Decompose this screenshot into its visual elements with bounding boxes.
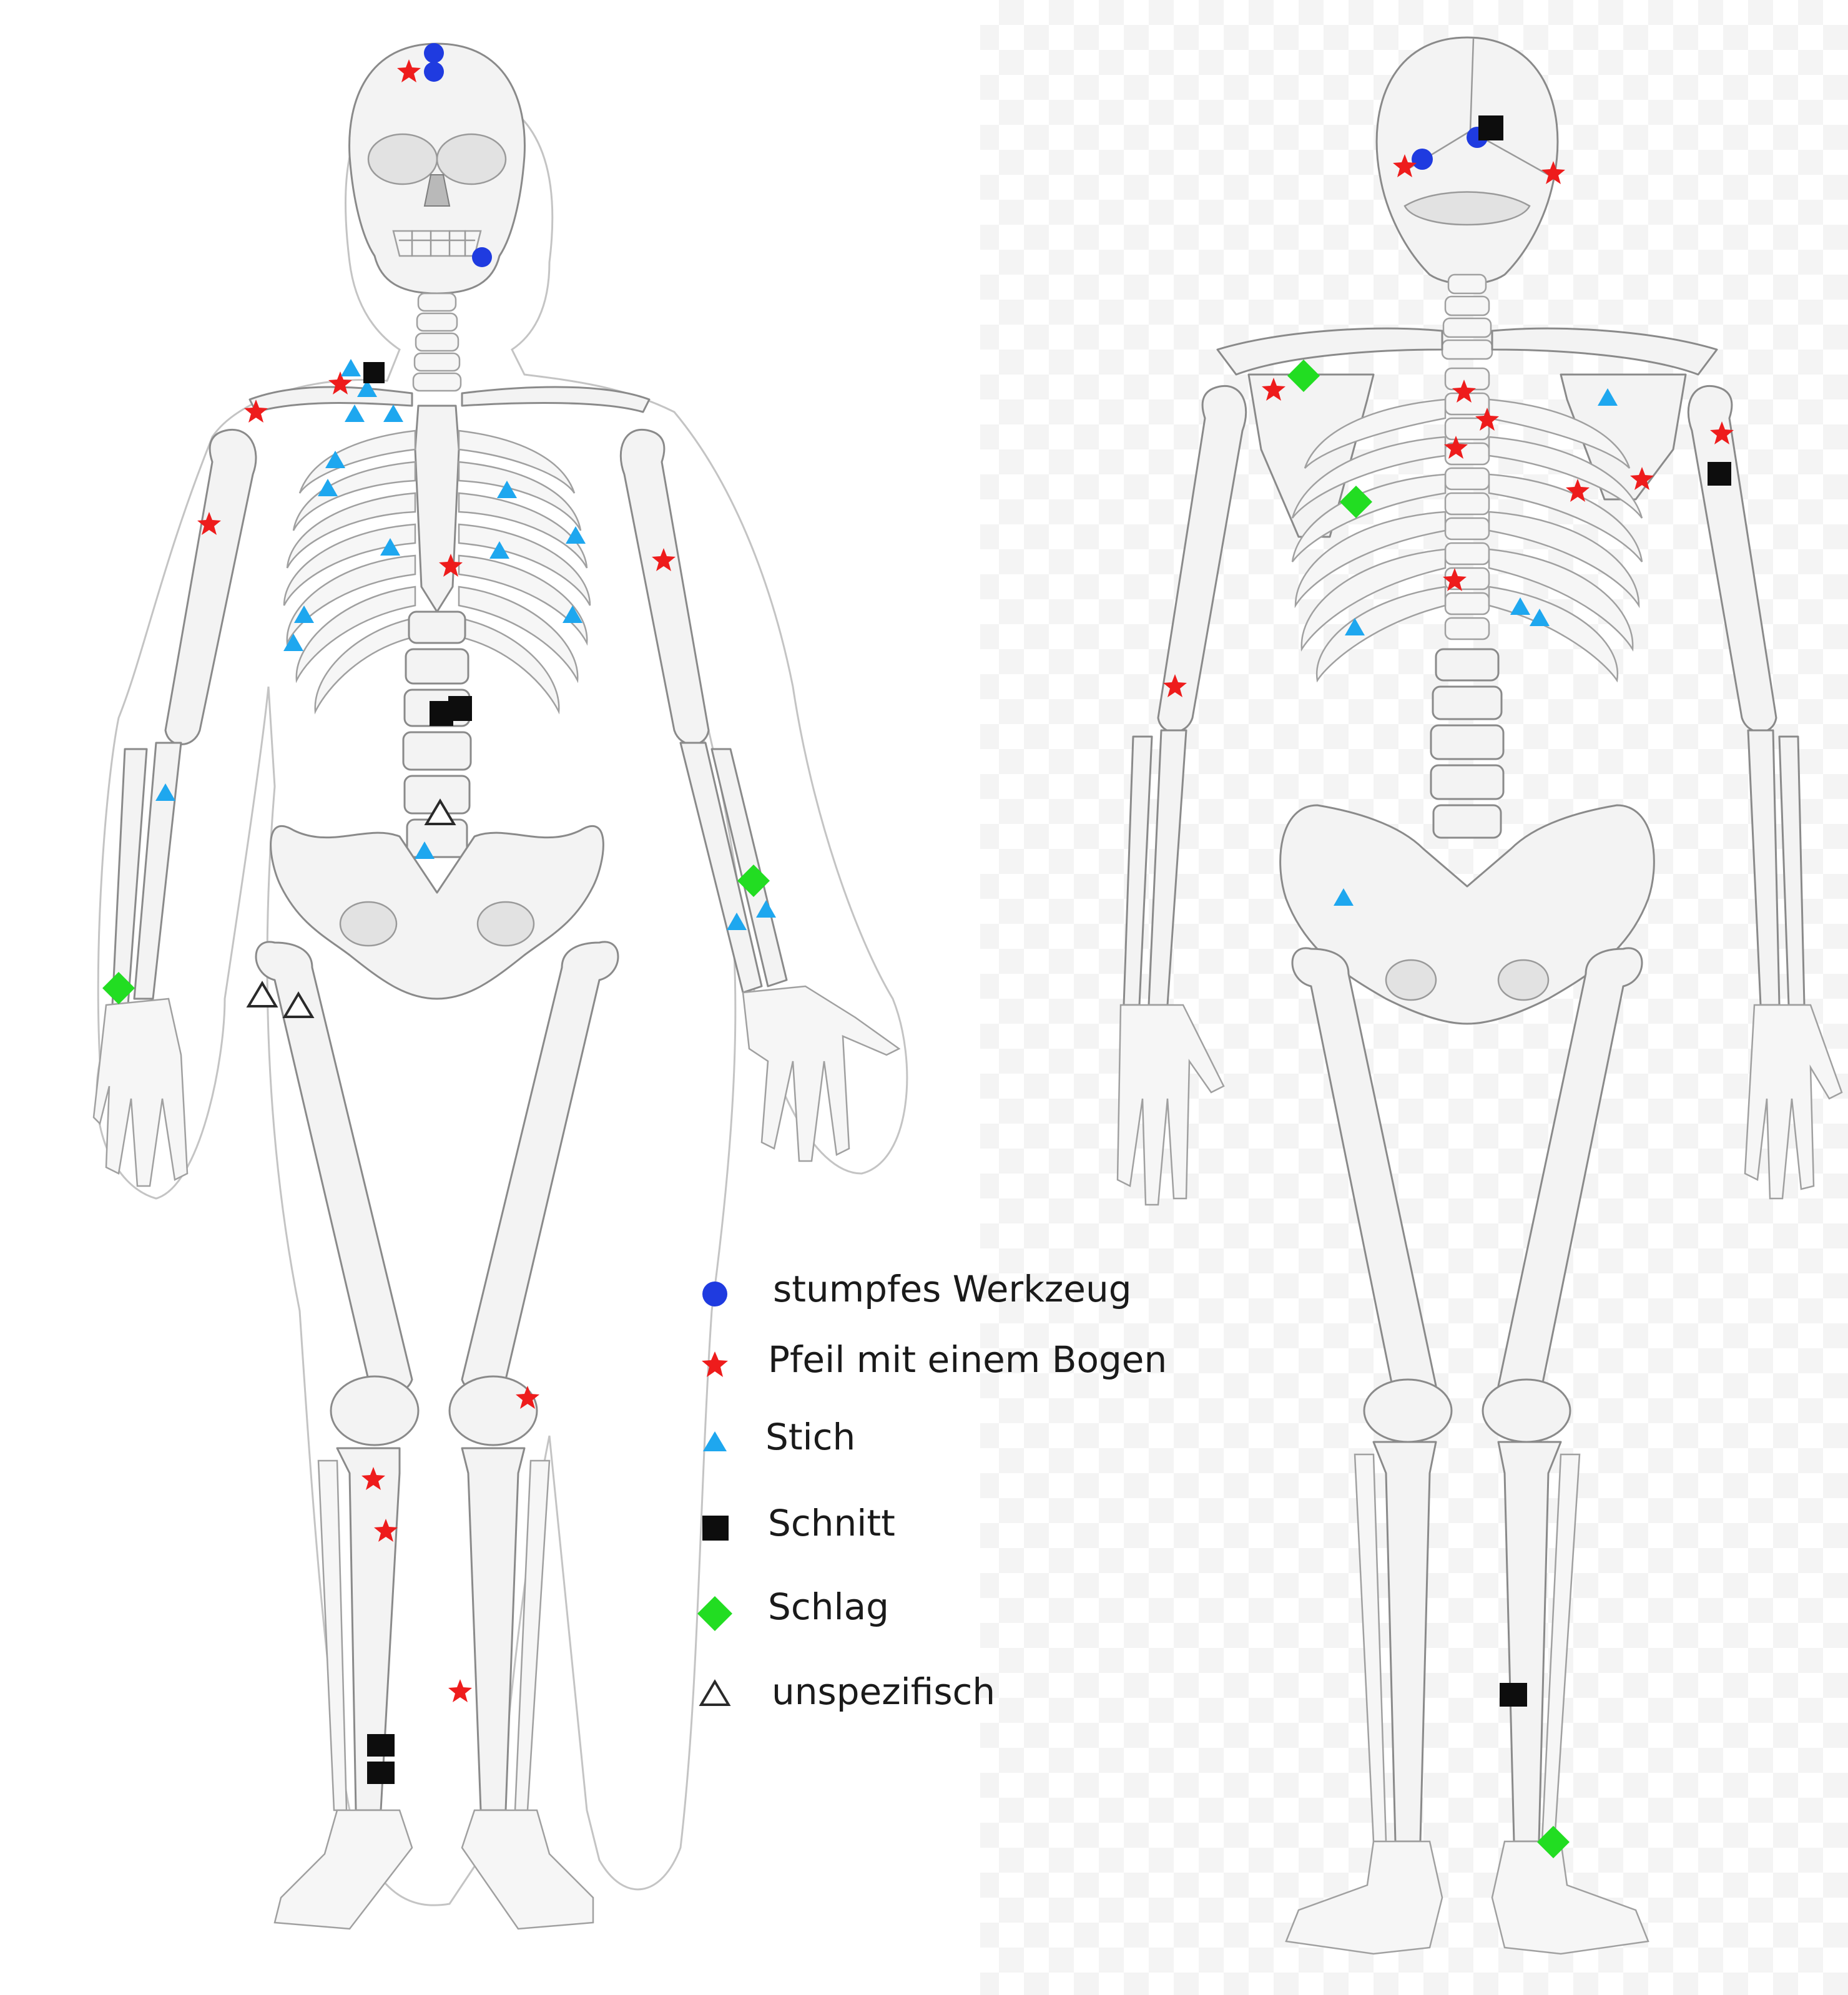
legend-label: Schlag	[768, 1586, 889, 1628]
anterior-femur-left	[255, 941, 413, 1395]
legend-marker-diamond	[697, 1596, 732, 1631]
legend-label: stumpfes Werkzeug	[773, 1268, 1132, 1310]
legend-marker-circle	[702, 1282, 727, 1306]
legend: stumpfes Werkzeug Pfeil mit einem Bogen …	[697, 1268, 1167, 1713]
legend-marker-open-triangle	[699, 1679, 731, 1706]
anterior-femur-right	[461, 941, 619, 1395]
legend-label: Schnitt	[768, 1502, 895, 1544]
posterior-injury-markers	[1163, 115, 1734, 1858]
legend-item-schnitt: Schnitt	[702, 1502, 895, 1544]
legend-item-pfeil-mit-einem-bogen: Pfeil mit einem Bogen	[702, 1338, 1167, 1381]
legend-item-unspezifisch: unspezifisch	[699, 1670, 995, 1713]
legend-item-schlag: Schlag	[697, 1586, 889, 1631]
legend-label: Pfeil mit einem Bogen	[768, 1338, 1167, 1381]
legend-label: unspezifisch	[772, 1670, 995, 1713]
legend-label: Stich	[765, 1416, 855, 1458]
legend-item-stumpfes-werkzeug: stumpfes Werkzeug	[702, 1268, 1132, 1310]
anterior-injury-markers	[102, 43, 776, 1784]
anterior-skeleton	[92, 42, 908, 1930]
legend-item-stich: Stich	[703, 1416, 855, 1458]
legend-marker-triangle	[703, 1431, 727, 1451]
anterior-pelvis	[270, 825, 604, 1000]
posterior-skeleton	[1116, 36, 1843, 1955]
posterior-pelvis	[1279, 804, 1655, 1025]
legend-marker-star	[702, 1351, 728, 1377]
legend-marker-square	[702, 1516, 729, 1541]
